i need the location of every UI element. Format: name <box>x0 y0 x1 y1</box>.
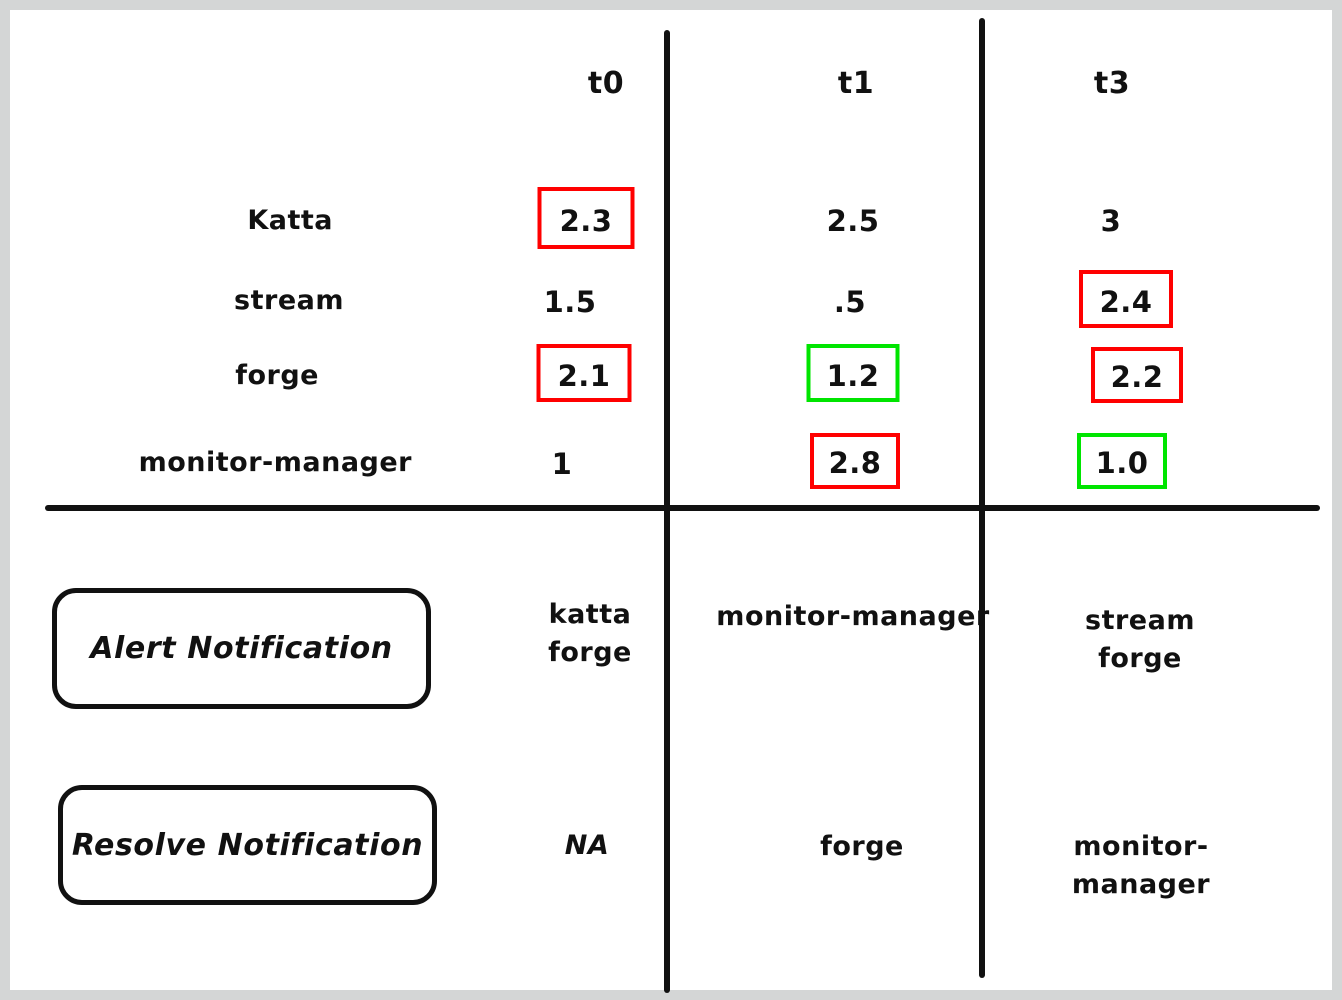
cell-forge-t3: 2.2 <box>1110 360 1164 394</box>
cell-resolve-t3: monitor-manager <box>1071 831 1211 901</box>
cell-katta-t3: 3 <box>1100 204 1122 238</box>
column-divider-2 <box>979 18 985 978</box>
resolve-notification-box[interactable]: Resolve Notification <box>58 785 437 905</box>
cell-forge-t1: 1.2 <box>826 359 880 393</box>
row-label-monitor-manager: monitor-manager <box>138 447 412 478</box>
highlight-box-forge-t3 <box>1091 347 1183 403</box>
highlight-box-monitor-manager-t3 <box>1077 433 1167 489</box>
section-divider <box>45 505 1320 511</box>
cell-alert-t1: monitor-manager <box>716 601 990 632</box>
highlight-box-monitor-manager-t1 <box>810 433 900 489</box>
column-divider-1 <box>664 30 670 993</box>
alert-notification-label: Alert Notification <box>90 631 393 666</box>
cell-resolve-t0: NA <box>564 830 610 861</box>
cell-stream-t3: 2.4 <box>1099 285 1153 319</box>
cell-alert-t0: katta forge <box>548 599 632 669</box>
cell-resolve-t1: forge <box>820 831 904 862</box>
cell-alert-t3: stream forge <box>1085 605 1195 675</box>
highlight-box-forge-t0 <box>536 344 632 402</box>
row-label-katta: Katta <box>247 205 333 236</box>
cell-katta-t0: 2.3 <box>559 204 613 238</box>
cell-katta-t1: 2.5 <box>826 204 880 238</box>
column-header-t3: t3 <box>1093 66 1131 101</box>
cell-monitor-manager-t3: 1.0 <box>1095 446 1149 480</box>
cell-stream-t0: 1.5 <box>543 285 597 319</box>
highlight-box-katta-t0 <box>537 187 635 249</box>
whiteboard-canvas: t0 t1 t3 Katta 2.3 2.5 3 stream 1.5 .5 2… <box>10 10 1332 993</box>
row-label-forge: forge <box>235 360 319 391</box>
row-label-stream: stream <box>234 285 344 316</box>
resolve-notification-label: Resolve Notification <box>71 827 424 863</box>
cell-forge-t0: 2.1 <box>557 359 611 393</box>
cell-monitor-manager-t0: 1 <box>551 447 573 481</box>
highlight-box-stream-t3 <box>1079 270 1173 328</box>
alert-notification-box[interactable]: Alert Notification <box>52 588 431 709</box>
column-header-t1: t1 <box>837 66 875 101</box>
cell-stream-t1: .5 <box>833 285 867 319</box>
cell-monitor-manager-t1: 2.8 <box>828 446 882 480</box>
column-header-t0: t0 <box>587 66 625 101</box>
highlight-box-forge-t1 <box>806 344 900 402</box>
